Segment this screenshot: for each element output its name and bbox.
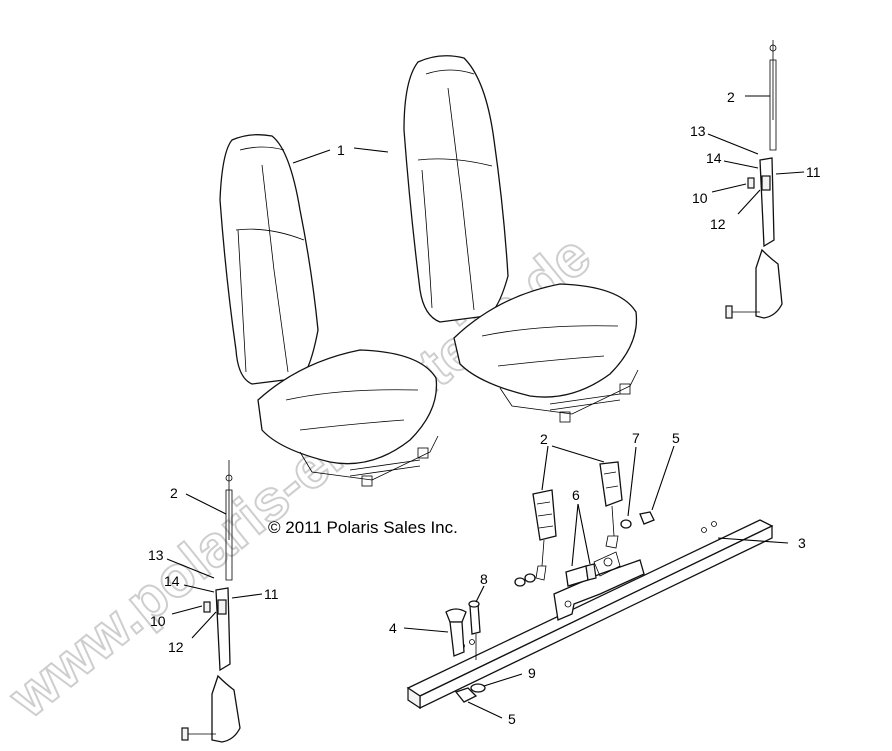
callout-10-left-label: 10 — [150, 613, 166, 629]
belt-assembly-left: 2 13 14 11 10 12 — [148, 460, 279, 743]
seat-left-drawing — [219, 134, 439, 487]
callout-13-left-label: 13 — [148, 547, 164, 563]
copyright-text: © 2011 Polaris Sales Inc. — [268, 518, 458, 537]
callout-8-label: 8 — [480, 571, 488, 587]
callout-14-left-label: 14 — [164, 573, 180, 589]
callout-9-label: 9 — [528, 665, 536, 681]
callout-1: 1 — [292, 142, 389, 164]
callout-11-tr-label: 11 — [806, 164, 821, 180]
callout-5-bottom-label: 5 — [508, 711, 516, 727]
center-hardware: 2 3 6 7 5 4 — [389, 430, 806, 727]
callout-1-label: 1 — [337, 142, 345, 158]
callout-13-tr-label: 13 — [690, 123, 706, 139]
callout-12-tr-label: 12 — [710, 216, 726, 232]
callout-5-top-label: 5 — [672, 430, 680, 446]
callout-2-tr-label: 2 — [727, 89, 735, 105]
callout-6-label: 6 — [572, 487, 580, 503]
callout-3-label: 3 — [798, 535, 806, 551]
callout-4-label: 4 — [389, 620, 397, 636]
seat-right-drawing — [403, 55, 639, 423]
callout-2-center-label: 2 — [540, 431, 548, 447]
callout-11-left-label: 11 — [264, 586, 279, 602]
callout-12-left-label: 12 — [168, 639, 184, 655]
callout-2-left-label: 2 — [170, 485, 178, 501]
callout-10-tr-label: 10 — [692, 190, 708, 206]
belt-assembly-top-right: 2 13 14 11 10 12 — [690, 40, 821, 319]
callout-7-label: 7 — [632, 430, 640, 446]
callout-14-tr-label: 14 — [706, 150, 722, 166]
